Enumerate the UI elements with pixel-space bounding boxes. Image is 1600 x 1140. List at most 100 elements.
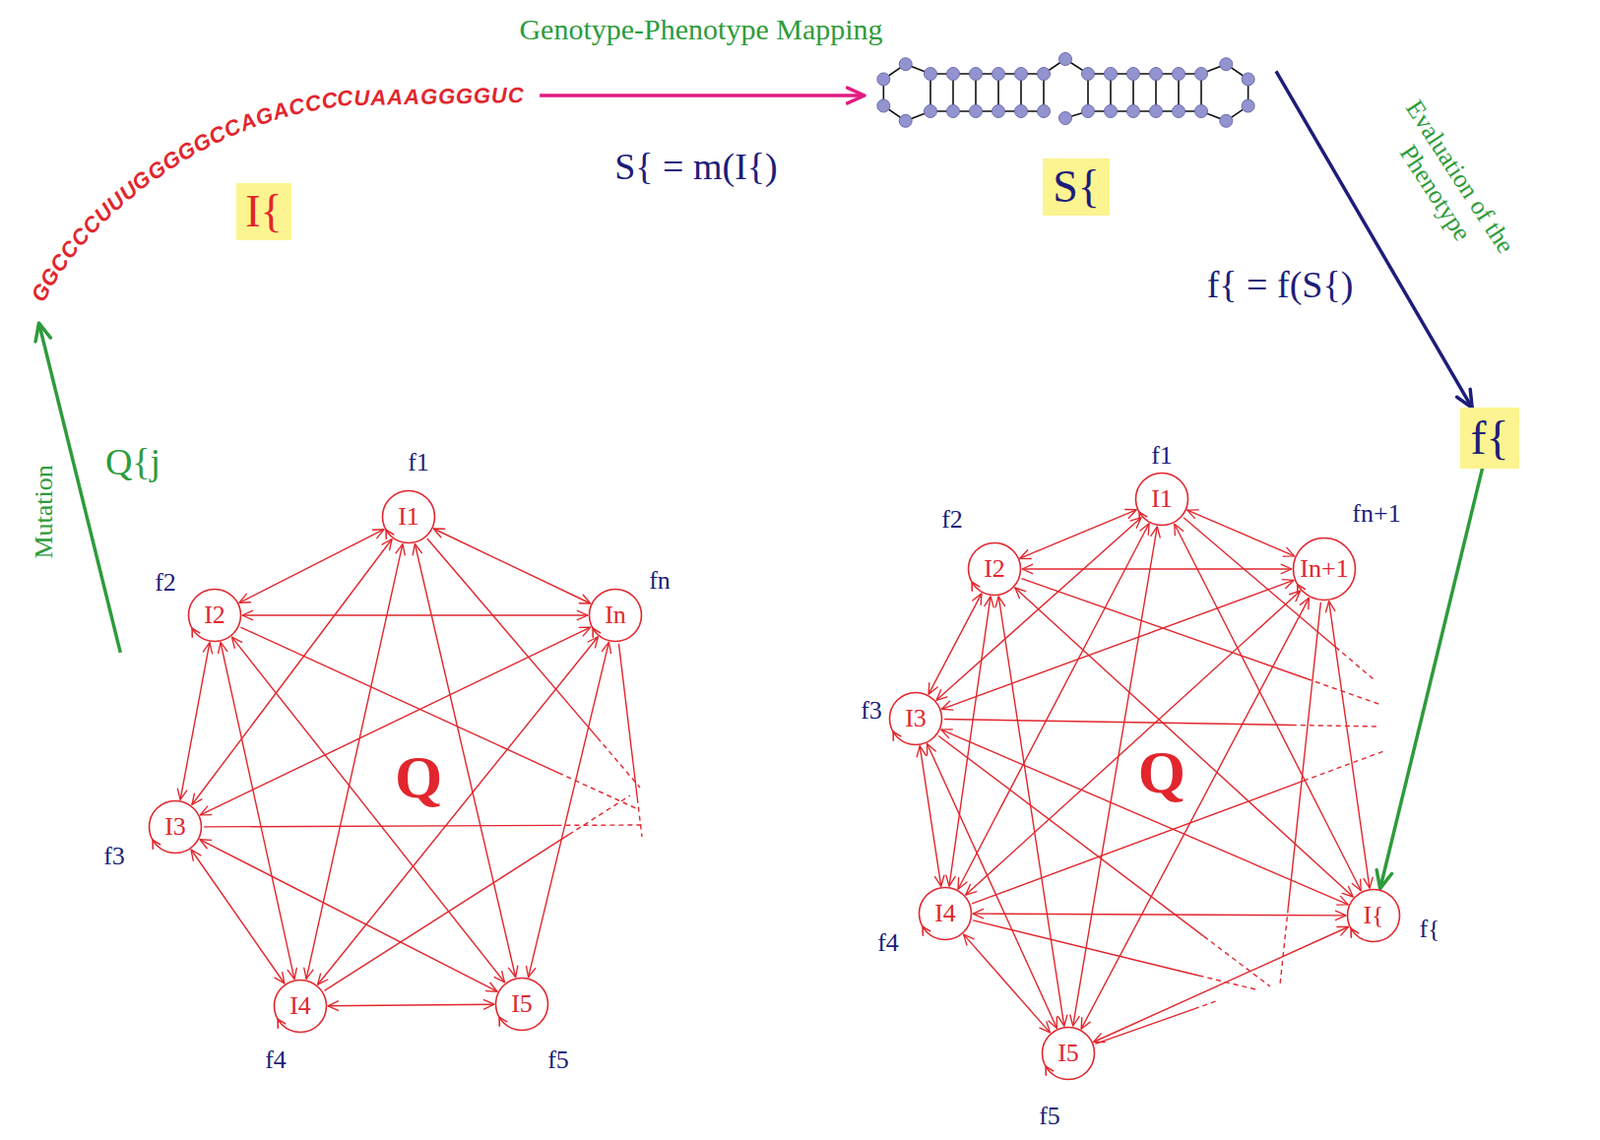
sequence-node: I4f4 [272, 978, 328, 1034]
base-letter: A [370, 86, 386, 109]
fitness-symbol: f{ [1470, 410, 1509, 465]
fitness-tag: f{ [1460, 407, 1519, 468]
circle-outline [148, 801, 201, 854]
circle-outline [588, 589, 641, 642]
process-arrow [1380, 468, 1483, 890]
mutation-arrow [327, 1004, 495, 1007]
open-mutation-dash [1291, 724, 1379, 727]
formula-label: Q{j [105, 441, 161, 485]
nucleotide [947, 105, 960, 119]
nucleotide [1127, 67, 1141, 81]
sequence-label: I4 [934, 898, 957, 929]
circle-outline [1346, 890, 1400, 943]
base-letter: C [303, 91, 323, 117]
open-mutation-dash [1199, 975, 1256, 990]
sequence-node: I{f{ [1345, 888, 1402, 944]
sequence-label: I2 [983, 554, 1006, 584]
nucleotide [1104, 105, 1118, 119]
sequence-node: I3f3 [888, 691, 944, 747]
nucleotide [947, 67, 960, 81]
sequence-node: I2f2 [966, 541, 1023, 597]
mutation-arrow [239, 529, 384, 604]
base-letter: G [420, 85, 438, 108]
base-letter: C [320, 88, 339, 113]
nucleotide [898, 58, 912, 71]
self-loop-arrowhead [893, 731, 901, 741]
mutation-arrow [1093, 927, 1349, 1043]
process-arrow [539, 93, 865, 98]
edge-label: Genotype-Phenotype Mapping [518, 12, 883, 48]
sequence-node: In+1fn+1 [1291, 536, 1357, 602]
open-mutation-line [323, 834, 569, 992]
nucleotide [1037, 105, 1051, 119]
sequence-node: I3f3 [147, 799, 203, 855]
open-mutation-dash [1280, 907, 1288, 985]
nucleotide [1127, 105, 1141, 119]
sequence-label: I3 [164, 812, 187, 842]
mutation-arrow [528, 641, 610, 977]
self-loop-arrowhead [499, 1017, 508, 1026]
sequence-node: I5f5 [494, 976, 550, 1032]
open-mutation-line [1094, 1009, 1195, 1044]
sequence-label: I1 [397, 502, 420, 532]
open-mutation-dash [1204, 936, 1271, 987]
nucleotide [1015, 67, 1028, 81]
sequence-label: I5 [511, 989, 533, 1020]
fitness-label: f4 [264, 1045, 287, 1076]
genotype-node: GGCCCCUUUGGGGGCCAGACCCCUAAAGGGGUCI{ [21, 73, 540, 323]
sequence-node: Infn [587, 587, 643, 643]
symbol-tag: I{ [236, 183, 291, 242]
base-letter: A [403, 86, 420, 109]
self-loop-arrowhead [1045, 1066, 1054, 1076]
quasispecies-network: QI1f1I2f2In+1fn+1I3f3I{f{I4f4I5f5 [803, 398, 1512, 1140]
sequence-label: I5 [1057, 1038, 1080, 1069]
sequence-label: I1 [1151, 484, 1173, 514]
open-mutation-line [944, 718, 1292, 725]
fitness-label: f5 [547, 1045, 570, 1076]
mutation-arrow [433, 528, 590, 604]
fitness-label: fn+1 [1351, 499, 1401, 529]
mutation-arrow [1020, 510, 1137, 559]
mutation-arrow [220, 641, 295, 979]
circle-outline [382, 491, 435, 544]
sequence-label: I2 [203, 600, 226, 631]
nucleotide [1241, 99, 1255, 113]
mutation-arrow [958, 523, 1150, 890]
formula-label: f{ = f(S{) [1207, 263, 1354, 308]
fitness-label: f2 [154, 568, 177, 598]
mutation-arrow [927, 744, 1058, 1029]
circle-outline [273, 980, 326, 1033]
open-mutation-line [618, 643, 638, 799]
base-letter: G [473, 85, 491, 108]
sequence-node: I4f4 [917, 886, 973, 942]
matrix-symbol: Q [394, 742, 443, 813]
sequence-label: I{ [1362, 900, 1384, 931]
mutation-arrow [1081, 597, 1309, 1029]
process-arrow [1276, 70, 1472, 408]
nucleotide [1059, 112, 1073, 126]
mutation-arrow [199, 839, 498, 992]
nucleotide [969, 105, 983, 119]
fitness-label: f3 [103, 841, 126, 872]
self-loop-arrowhead [1350, 928, 1359, 938]
fitness-label: fn [648, 566, 671, 596]
nucleotide [1219, 58, 1233, 71]
base-letter: U [354, 87, 371, 110]
mutation-arrow [963, 934, 1051, 1033]
nucleotide [1104, 67, 1118, 81]
circle-outline [967, 543, 1021, 596]
mutation-arrow [928, 593, 982, 695]
mutation-arrow [306, 544, 403, 980]
open-mutation-dash [1335, 646, 1374, 680]
mutation-arrow [998, 596, 1065, 1026]
sequence-label: In [604, 600, 627, 631]
phenotype-node: S{ [864, 49, 1277, 229]
base-letter: A [386, 86, 403, 109]
self-loop-arrowhead [152, 839, 161, 849]
fitness-label: f1 [407, 448, 430, 478]
mutation-arrow [1329, 601, 1370, 890]
base-letter: C [508, 84, 524, 107]
open-mutation-dash [1194, 1000, 1219, 1010]
